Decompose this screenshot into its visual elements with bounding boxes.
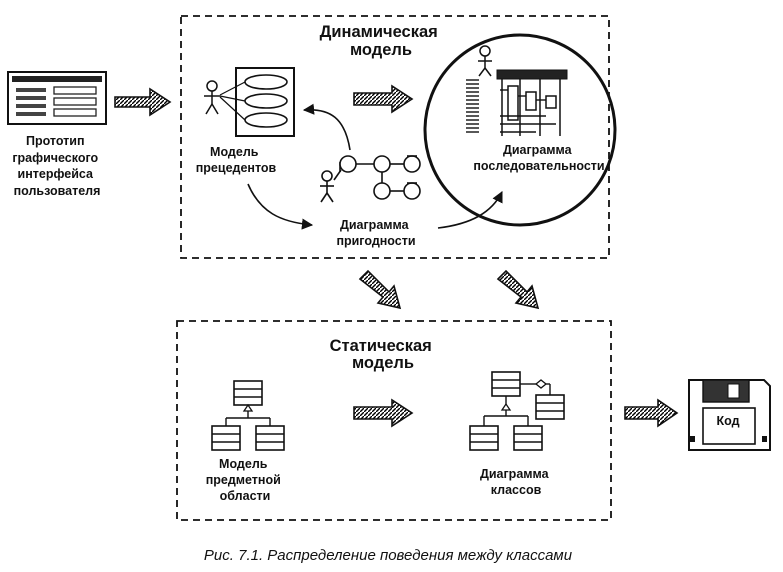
figure-caption: Рис. 7.1. Распределение поведения между … [204, 547, 573, 564]
actor-icon [320, 170, 334, 203]
class-diagram-label: Диаграмма классов [480, 467, 552, 497]
robustness-label: Диаграмма пригодности [336, 218, 415, 248]
static-model-title: Статическая модель [330, 337, 437, 372]
actor-icon [478, 45, 492, 77]
class-diagram-icon [469, 371, 565, 451]
hatched-arrow-icon [624, 398, 679, 428]
hatched-arrow-icon [496, 269, 540, 310]
hatched-arrow-icon [353, 84, 414, 114]
code-label: Код [716, 414, 739, 428]
floppy-disk-icon [688, 379, 771, 451]
flow-arrow [302, 103, 351, 151]
use-case-label: Модель прецедентов [196, 145, 277, 175]
robustness-diagram-icon [320, 155, 421, 203]
domain-model-icon [211, 380, 285, 451]
domain-model-label: Модель предметной области [206, 457, 285, 503]
dynamic-model-frame [180, 15, 610, 259]
actor-icon [204, 80, 220, 115]
flow-arrow [247, 183, 314, 230]
sequence-highlight-circle [423, 33, 617, 227]
sequence-diagram-icon [466, 45, 568, 136]
sequence-label: Диаграмма последовательности [473, 143, 604, 173]
hatched-arrow-icon [114, 87, 172, 117]
dynamic-model-title: Динамическая модель [320, 23, 443, 59]
hatched-arrow-icon [353, 398, 414, 428]
static-model-frame [176, 320, 612, 521]
hatched-arrow-icon [358, 269, 402, 310]
prototype-label: Прототип графического интерфейса пользов… [12, 134, 101, 198]
ui-prototype-icon [7, 71, 107, 125]
use-case-diagram-icon [204, 67, 295, 137]
